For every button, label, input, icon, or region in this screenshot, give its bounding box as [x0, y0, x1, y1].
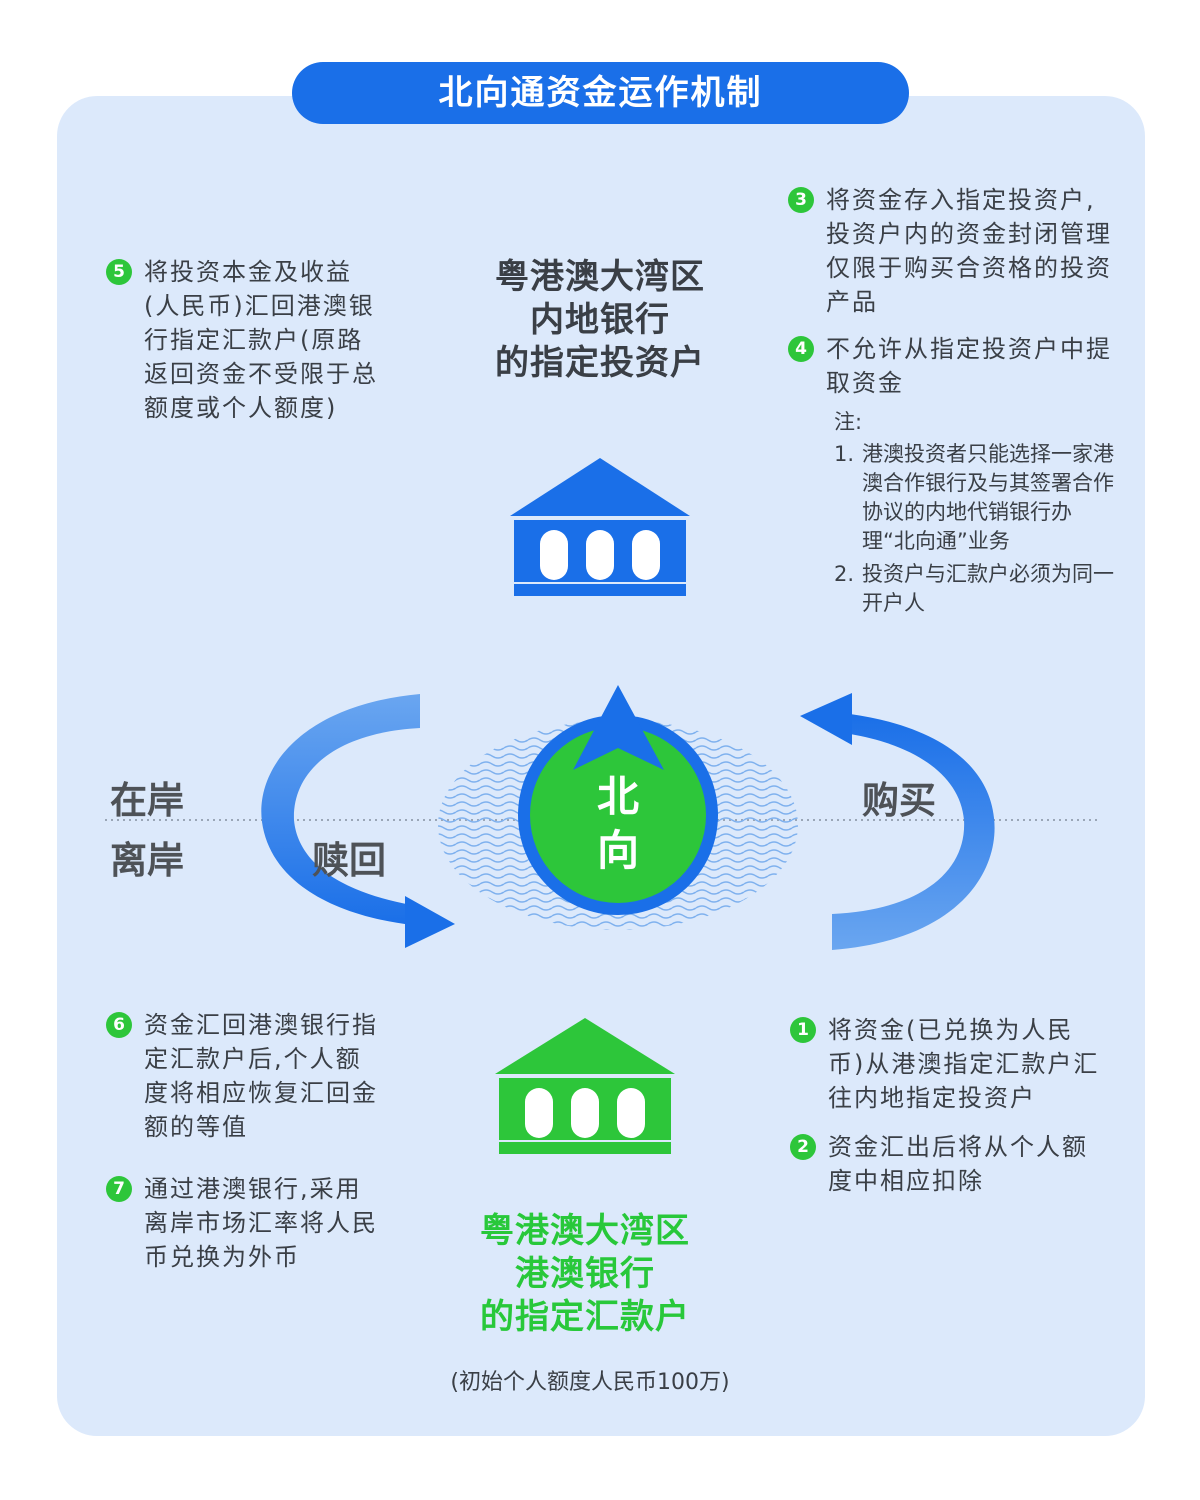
step-text: 资金汇出后将从个人额度中相应扣除 [828, 1133, 1088, 1195]
northbound-compass [438, 685, 798, 930]
onshore-label: 在岸 [110, 779, 184, 822]
notes-heading: 注: [834, 410, 863, 434]
step-text: 资金汇回港澳银行指定汇款户后,个人额度将相应恢复汇回金额的等值 [144, 1011, 378, 1141]
step-6: 6 资金汇回港澳银行指定汇款户后,个人额度将相应恢复汇回金额的等值 [106, 1008, 386, 1144]
step-1: 1 将资金(已兑换为人民币)从港澳指定汇款户汇往内地指定投资户 [790, 1013, 1110, 1115]
step-number-badge: 4 [788, 336, 814, 362]
step-number-badge: 5 [106, 259, 132, 285]
northbound-label: 北 向 [568, 770, 668, 878]
redeem-label: 赎回 [312, 839, 386, 882]
heading-line: 内地银行 [530, 300, 670, 340]
step-text: 不允许从指定投资户中提取资金 [826, 335, 1112, 397]
step-number-badge: 3 [788, 187, 814, 213]
note-item: 1. 港澳投资者只能选择一家港澳合作银行及与其签署合作协议的内地代销银行办理“北… [834, 440, 1124, 556]
step-3: 3 将资金存入指定投资户,投资户内的资金封闭管理仅限于购买合资格的投资产品 [788, 183, 1116, 319]
step-number-badge: 7 [106, 1176, 132, 1202]
heading-line: 粤港澳大湾区 [480, 1211, 690, 1251]
note-text: 投资户与汇款户必须为同一开户人 [862, 562, 1114, 615]
note-text: 港澳投资者只能选择一家港澳合作银行及与其签署合作协议的内地代销银行办理“北向通”… [862, 442, 1114, 553]
step-7: 7 通过港澳银行,采用离岸市场汇率将人民币兑换为外币 [106, 1172, 386, 1274]
offshore-label: 离岸 [110, 839, 184, 882]
page-title: 北向通资金运作机制 [292, 62, 909, 124]
northbound-char: 向 [596, 826, 639, 875]
step-text: 通过港澳银行,采用离岸市场汇率将人民币兑换为外币 [144, 1175, 378, 1271]
notes-block: 注: 1. 港澳投资者只能选择一家港澳合作银行及与其签署合作协议的内地代销银行办… [834, 408, 1124, 618]
step-2: 2 资金汇出后将从个人额度中相应扣除 [790, 1130, 1110, 1198]
step-text: 将资金(已兑换为人民币)从港澳指定汇款户汇往内地指定投资户 [828, 1016, 1100, 1112]
heading-line: 的指定汇款户 [480, 1297, 690, 1337]
bank-icon [495, 1018, 675, 1154]
redeem-arrow [261, 694, 455, 948]
heading-line: 粤港澳大湾区 [495, 257, 705, 297]
step-number-badge: 1 [790, 1017, 816, 1043]
buy-label: 购买 [862, 779, 936, 822]
step-number-badge: 6 [106, 1012, 132, 1038]
note-number: 2. [834, 562, 855, 586]
note-number: 1. [834, 442, 855, 466]
heading-line: 港澳银行 [515, 1254, 655, 1294]
step-5: 5 将投资本金及收益(人民币)汇回港澳银行指定汇款户(原路返回资金不受限于总额度… [106, 255, 381, 425]
mainland-investment-account-label: 粤港澳大湾区 内地银行 的指定投资户 [430, 256, 770, 385]
step-text: 将资金存入指定投资户,投资户内的资金封闭管理仅限于购买合资格的投资产品 [826, 186, 1112, 316]
bank-icon [510, 458, 690, 596]
step-number-badge: 2 [790, 1134, 816, 1160]
step-text: 将投资本金及收益(人民币)汇回港澳银行指定汇款户(原路返回资金不受限于总额度或个… [144, 258, 378, 422]
heading-line: 的指定投资户 [495, 343, 705, 383]
step-4: 4 不允许从指定投资户中提取资金 [788, 332, 1116, 400]
initial-quota-note: (初始个人额度人民币100万) [450, 1370, 730, 1395]
buy-arrow [800, 693, 995, 950]
northbound-char: 北 [596, 772, 639, 821]
note-item: 2. 投资户与汇款户必须为同一开户人 [834, 560, 1124, 618]
arrow-up-icon [573, 685, 664, 770]
hk-macao-remittance-account-label: 粤港澳大湾区 港澳银行 的指定汇款户 [415, 1210, 755, 1339]
